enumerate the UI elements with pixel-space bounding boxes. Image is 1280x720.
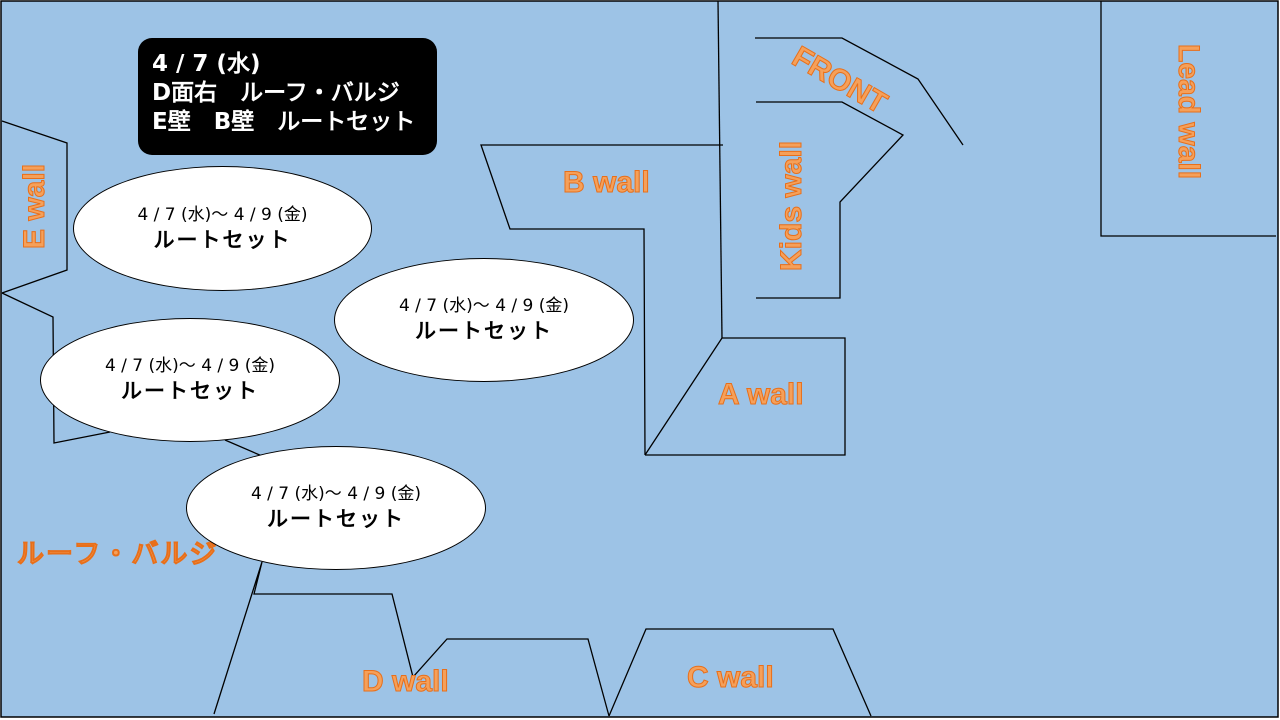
bubble-date: 4 / 7 (水)〜 4 / 9 (金) bbox=[398, 296, 570, 316]
schedule-bubble-roof: 4 / 7 (水)〜 4 / 9 (金) ルートセット bbox=[40, 318, 340, 442]
b-wall-label: B wall bbox=[563, 166, 651, 199]
d-wall-label: D wall bbox=[362, 665, 450, 698]
d-wall-outline bbox=[213, 561, 610, 717]
roof-bulge-diagonal bbox=[224, 439, 263, 457]
e-wall-label: E wall bbox=[18, 163, 52, 249]
e-wall-outline bbox=[1, 120, 68, 294]
lead-wall-label: Lead wall bbox=[1172, 44, 1206, 180]
bubble-task: ルートセット bbox=[267, 507, 405, 531]
bubble-date: 4 / 7 (水)〜 4 / 9 (金) bbox=[137, 204, 308, 225]
center-divider-line bbox=[717, 0, 723, 339]
c-wall-label: C wall bbox=[687, 661, 775, 694]
schedule-bubble-e-wall: 4 / 7 (水)〜 4 / 9 (金) ルートセット bbox=[73, 166, 372, 291]
a-wall-label: A wall bbox=[718, 378, 805, 411]
c-wall-outline bbox=[608, 628, 872, 717]
a-wall-outline bbox=[644, 337, 846, 456]
info-line-roof: D面右 ルーフ・バルジ bbox=[152, 80, 400, 106]
front-outline bbox=[755, 37, 964, 146]
info-line-routeset: E壁 B壁 ルートセット bbox=[152, 109, 416, 135]
kids-wall-outline bbox=[756, 101, 905, 299]
schedule-info-box: 4 / 7 (水) D面右 ルーフ・バルジ E壁 B壁 ルートセット bbox=[138, 38, 437, 155]
bubble-date: 4 / 7 (水)〜 4 / 9 (金) bbox=[250, 484, 422, 504]
schedule-bubble-bulge: 4 / 7 (水)〜 4 / 9 (金) ルートセット bbox=[186, 446, 486, 570]
bubble-task: ルートセット bbox=[153, 227, 292, 252]
bubble-date: 4 / 7 (水)〜 4 / 9 (金) bbox=[104, 356, 276, 376]
lead-wall-outline bbox=[1100, 1, 1276, 237]
bubble-task: ルートセット bbox=[121, 379, 259, 403]
roof-bulge-label: ルーフ・バルジ bbox=[16, 539, 219, 569]
info-date: 4 / 7 (水) bbox=[152, 51, 261, 77]
kids-wall-label: Kids wall bbox=[775, 140, 809, 271]
schedule-bubble-b-wall: 4 / 7 (水)〜 4 / 9 (金) ルートセット bbox=[334, 258, 634, 382]
bubble-task: ルートセット bbox=[415, 319, 553, 343]
b-wall-outline bbox=[480, 144, 723, 456]
